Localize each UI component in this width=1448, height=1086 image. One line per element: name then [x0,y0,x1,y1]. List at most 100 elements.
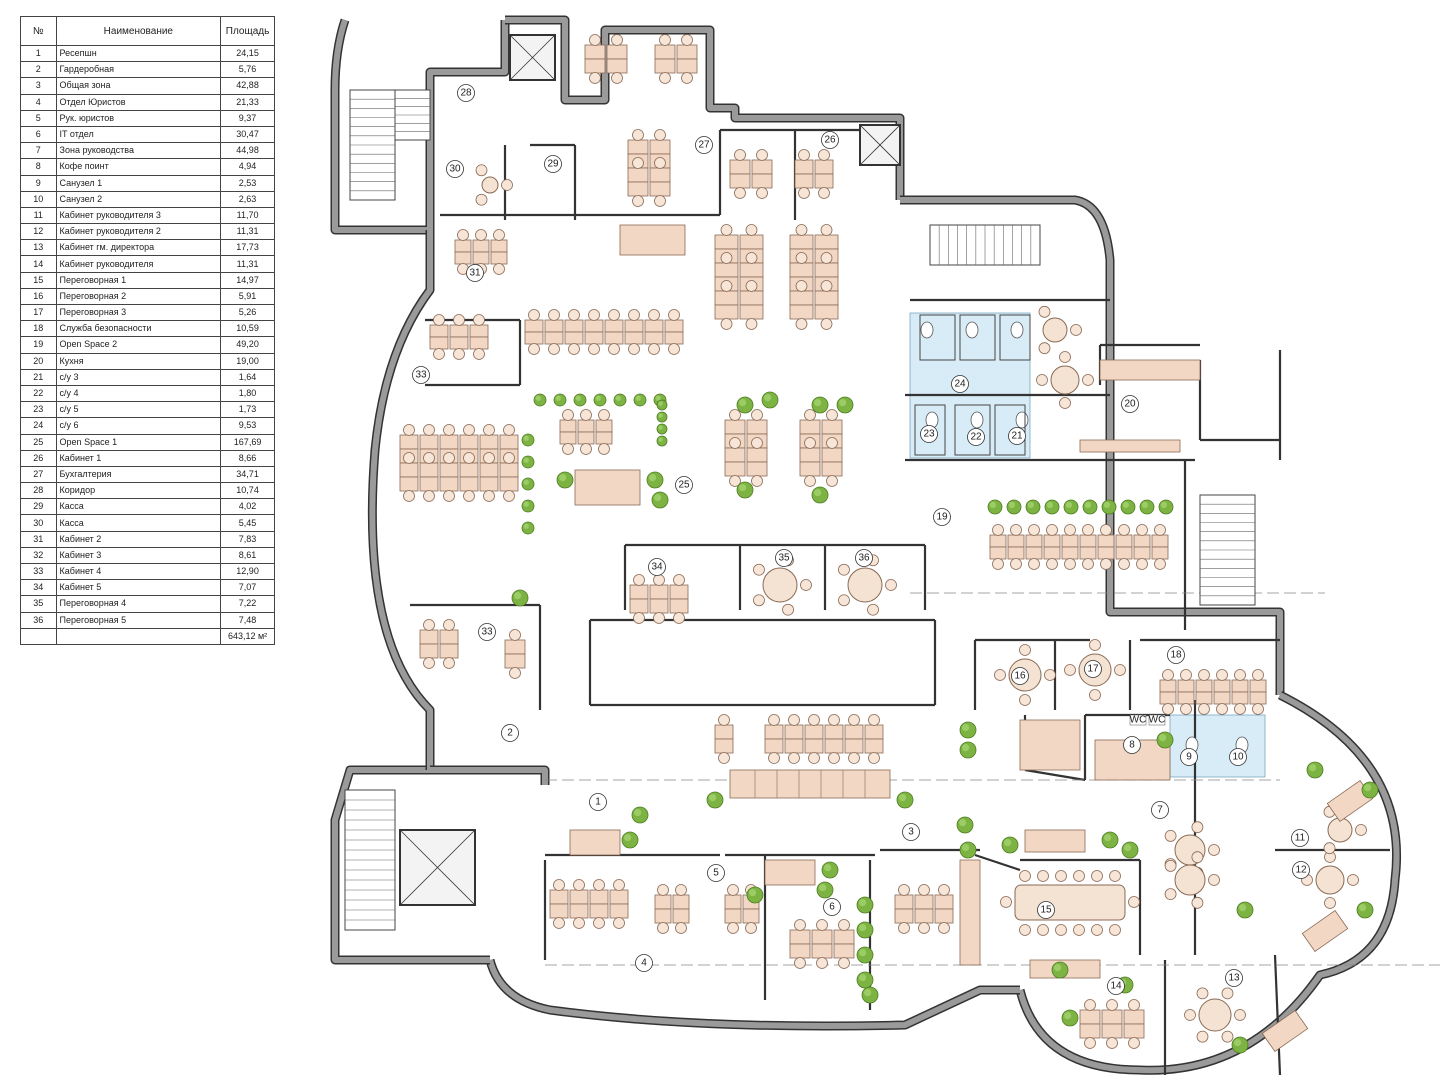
plant-highlight [824,864,832,872]
chair [867,603,879,616]
chair [654,129,666,141]
chair [938,884,950,896]
desk [714,234,739,250]
chair [804,437,816,449]
legend-cell-name: Кабинет 5 [55,579,222,597]
legend-cell-area: 5,76 [220,61,275,79]
desk [669,584,689,600]
chair [433,314,445,326]
desk [584,58,606,74]
legend-cell-name: Санузел 2 [55,190,222,208]
chair [593,917,605,929]
chair [1046,524,1058,536]
toilet-sign [1148,714,1166,726]
legend-cell-name: Бухгалтерия [55,465,222,484]
chair [548,309,560,321]
legend-cell-num: 12 [20,223,57,241]
legend-cell-area: 9,53 [220,417,275,435]
plant-highlight [1046,501,1054,509]
chair [613,917,625,929]
desk [1213,679,1231,693]
chair [1323,842,1336,855]
desk [764,859,816,886]
chair [734,149,746,161]
chair [734,187,746,199]
desk [649,181,671,197]
legend-cell-area: 10,59 [220,320,275,338]
room-label-number: 10 [1232,752,1244,763]
desk [739,304,764,320]
toilet-fixture [920,321,934,339]
chair [798,149,810,161]
room-label-number: 22 [970,432,982,443]
legend-cell-num: 26 [20,449,57,467]
desk [584,319,604,333]
desk [751,173,773,189]
legend-cell-area: 12,90 [220,562,275,581]
desk [1007,546,1025,560]
chair [443,424,455,436]
plant-highlight [1064,1012,1072,1020]
plant-highlight [962,744,970,752]
plant-highlight [575,395,581,401]
room-label-number: 24 [954,379,966,390]
desk [544,331,564,345]
legend-cell-num: 20 [20,352,57,370]
chair [589,34,601,46]
chair [994,669,1006,681]
chair [818,149,830,161]
chair [1154,558,1166,570]
desk [584,44,606,60]
desk [1151,534,1169,548]
chair [838,919,850,931]
desk [459,476,479,492]
legend-cell-area: 11,31 [220,223,275,241]
chair [1234,1009,1246,1021]
chair [727,884,739,896]
plant-highlight [709,794,717,802]
chair [756,187,768,199]
chair [423,490,435,502]
desk [1231,691,1249,705]
desk [619,224,686,256]
desk [459,462,479,478]
plants [511,391,1379,1054]
legend-cell-name: Кабинет 3 [55,546,222,565]
chair [681,34,693,46]
legend-cell-name: Гардеробная [55,61,222,79]
plant-highlight [624,834,632,842]
desk [724,894,742,910]
room-label-circle [446,160,464,178]
desk [1007,534,1025,548]
chair [826,409,838,421]
chair [718,714,730,726]
desk [624,331,644,345]
chair [838,957,850,969]
chair [1196,987,1209,1000]
chair [653,612,665,624]
room-label-number: 8 [1129,740,1135,751]
desk [1115,546,1133,560]
desk [864,738,884,754]
chair [1136,558,1148,570]
desk [654,58,676,74]
desk [629,598,649,614]
desk [609,889,629,905]
legend-cell-num: 33 [20,562,57,581]
desk [627,139,649,155]
room-label-circle [821,131,839,149]
desk [504,653,526,669]
chair [1128,896,1140,908]
desk [1123,1023,1145,1039]
legend-cell-name: Кабинет руководителя 2 [55,223,222,241]
legend-header-row: № Наименование Площадь [20,16,275,46]
chair [632,195,644,207]
chair [1084,999,1096,1011]
chair [528,343,540,355]
desk [649,584,669,600]
legend-header-area: Площадь [220,16,275,46]
